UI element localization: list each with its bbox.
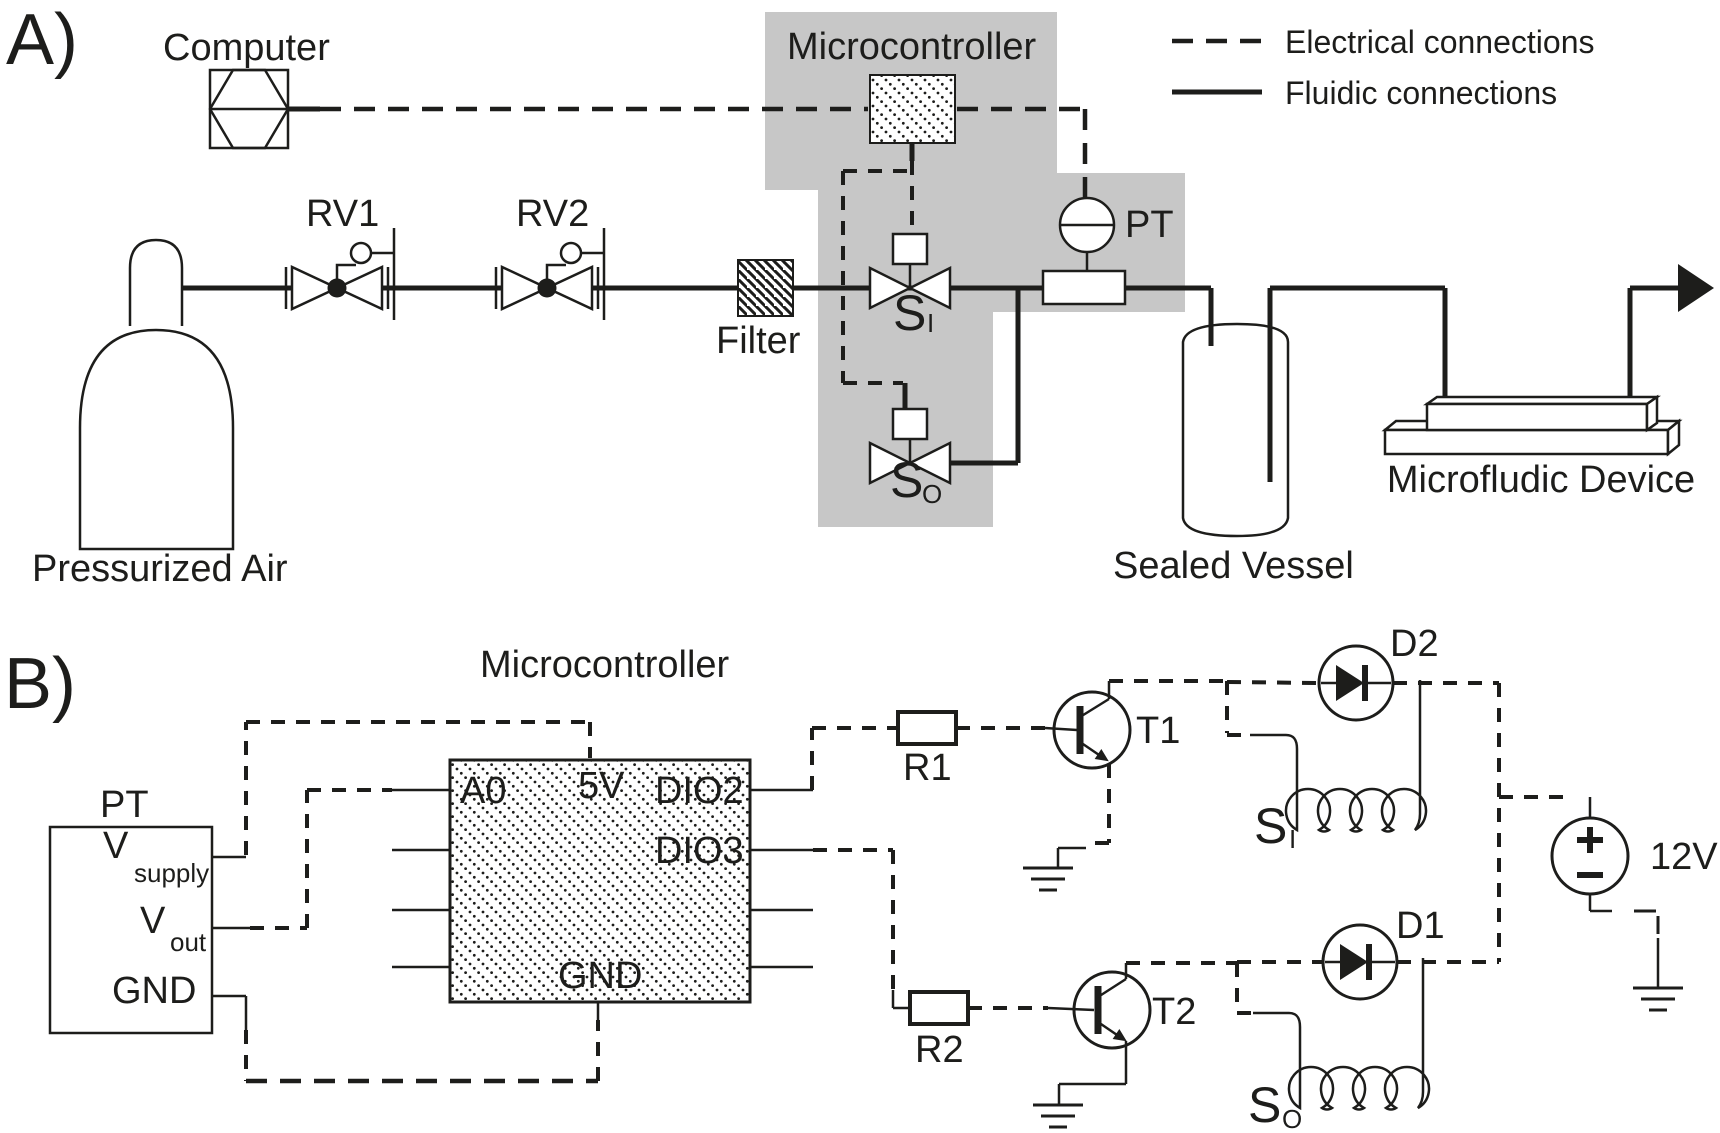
rv1-valve-icon bbox=[284, 226, 396, 322]
resistor-r2-icon bbox=[908, 990, 970, 1026]
wire-t2-to-d1 bbox=[1126, 960, 1499, 1015]
coil-si-subscript: I bbox=[1289, 824, 1296, 854]
microcontroller-a-label: Microcontroller bbox=[787, 26, 1037, 68]
pt-a-label: PT bbox=[1125, 204, 1174, 246]
pt-vout-subscript: out bbox=[170, 927, 207, 957]
pt-b-pins bbox=[212, 855, 250, 1030]
wire-12v-to-ground bbox=[1588, 894, 1660, 988]
pressure-transducer-icon bbox=[1041, 196, 1127, 306]
legend-electrical-label: Electrical connections bbox=[1285, 24, 1594, 60]
filter-label: Filter bbox=[716, 320, 801, 362]
valve-si-subscript: I bbox=[927, 308, 934, 338]
pressurized-air-tank-icon bbox=[78, 238, 235, 551]
ground-icon-12v bbox=[1631, 986, 1685, 1012]
voltage-source-12v-icon bbox=[1550, 816, 1630, 896]
panel-a-label: A) bbox=[6, 0, 78, 80]
coil-si-label: S bbox=[1254, 798, 1287, 854]
computer-label: Computer bbox=[163, 27, 330, 69]
resistor-r1-icon bbox=[896, 710, 958, 746]
legend: Electrical connections Fluidic connectio… bbox=[1172, 24, 1594, 111]
filter-icon bbox=[737, 259, 794, 317]
supply-12v-label: 12V bbox=[1650, 836, 1718, 878]
mcu-pin-5v-label: 5V bbox=[578, 765, 625, 807]
wire-t2-emitter-ground bbox=[1057, 1041, 1128, 1105]
electrical-wire-mcu-to-valves bbox=[841, 143, 915, 408]
coil-so-label: S bbox=[1248, 1077, 1281, 1133]
d2-label: D2 bbox=[1390, 623, 1439, 665]
wire-dio2-to-t1 bbox=[810, 726, 1078, 790]
microfluidic-device-icon bbox=[1381, 394, 1683, 457]
flow-arrow-icon bbox=[1678, 264, 1714, 312]
mcu-pin-gnd-label: GND bbox=[558, 955, 642, 997]
diode-d1-icon bbox=[1321, 923, 1399, 1001]
pt-vsupply-label: V bbox=[103, 825, 129, 867]
legend-fluidic-label: Fluidic connections bbox=[1285, 75, 1557, 111]
pt-gnd-label: GND bbox=[112, 970, 196, 1012]
wire-vout-to-a0 bbox=[250, 788, 392, 930]
pressurized-air-label: Pressurized Air bbox=[32, 548, 288, 590]
wire-gnd-loop bbox=[244, 1002, 600, 1084]
diode-d2-icon bbox=[1317, 644, 1395, 722]
mcu-pin-stubs bbox=[392, 788, 813, 969]
transistor-t2-icon bbox=[1072, 963, 1152, 1050]
r1-label: R1 bbox=[903, 747, 952, 789]
valve-si-label: S bbox=[893, 285, 926, 341]
valve-so-subscript: O bbox=[922, 479, 942, 509]
wire-t1-to-d2 bbox=[1109, 679, 1499, 737]
wire-vsupply-to-5v bbox=[244, 720, 592, 855]
t2-label: T2 bbox=[1152, 991, 1196, 1033]
rv1-label: RV1 bbox=[306, 193, 379, 235]
pt-vsupply-subscript: supply bbox=[134, 858, 209, 888]
sealed-vessel-label: Sealed Vessel bbox=[1113, 545, 1354, 587]
ground-icon-t2 bbox=[1031, 1103, 1085, 1129]
pt-b-box bbox=[48, 825, 214, 1035]
t1-label: T1 bbox=[1136, 710, 1180, 752]
r2-label: R2 bbox=[915, 1029, 964, 1071]
pt-vout-label: V bbox=[140, 900, 166, 942]
sealed-vessel-icon bbox=[1181, 288, 1290, 538]
wire-supply-bus bbox=[1497, 683, 1592, 962]
ground-icon-t1 bbox=[1021, 866, 1075, 892]
microcontroller-b-label: Microcontroller bbox=[480, 644, 730, 686]
wire-dio3-to-t2 bbox=[813, 848, 1095, 1012]
mcu-pin-dio3-label: DIO3 bbox=[655, 830, 744, 872]
fluidic-line-to-device bbox=[1270, 264, 1714, 400]
wire-t1-emitter-ground bbox=[1056, 764, 1111, 868]
computer-icon bbox=[208, 68, 290, 150]
mcu-pin-a0-label: A0 bbox=[460, 770, 506, 812]
panel-b: B) PT V supply V out GND bbox=[4, 623, 1718, 1133]
mcu-pin-dio2-label: DIO2 bbox=[655, 770, 744, 812]
rv2-valve-icon bbox=[494, 226, 606, 322]
rv2-label: RV2 bbox=[516, 193, 589, 235]
panel-a: A) Electrical connections Fluidic connec… bbox=[6, 0, 1714, 590]
transistor-t1-icon bbox=[1052, 681, 1132, 770]
microcontroller-b-icon bbox=[448, 758, 752, 1004]
d1-label: D1 bbox=[1396, 905, 1445, 947]
microcontroller-a-icon bbox=[869, 74, 956, 144]
pt-b-label: PT bbox=[100, 784, 149, 826]
valve-so-label: S bbox=[890, 452, 923, 508]
electrical-wire-computer-to-pt bbox=[288, 106, 1088, 197]
panel-b-label: B) bbox=[4, 644, 76, 724]
microfluidic-device-label: Microfludic Device bbox=[1387, 459, 1695, 501]
coil-so-subscript: O bbox=[1282, 1104, 1302, 1133]
